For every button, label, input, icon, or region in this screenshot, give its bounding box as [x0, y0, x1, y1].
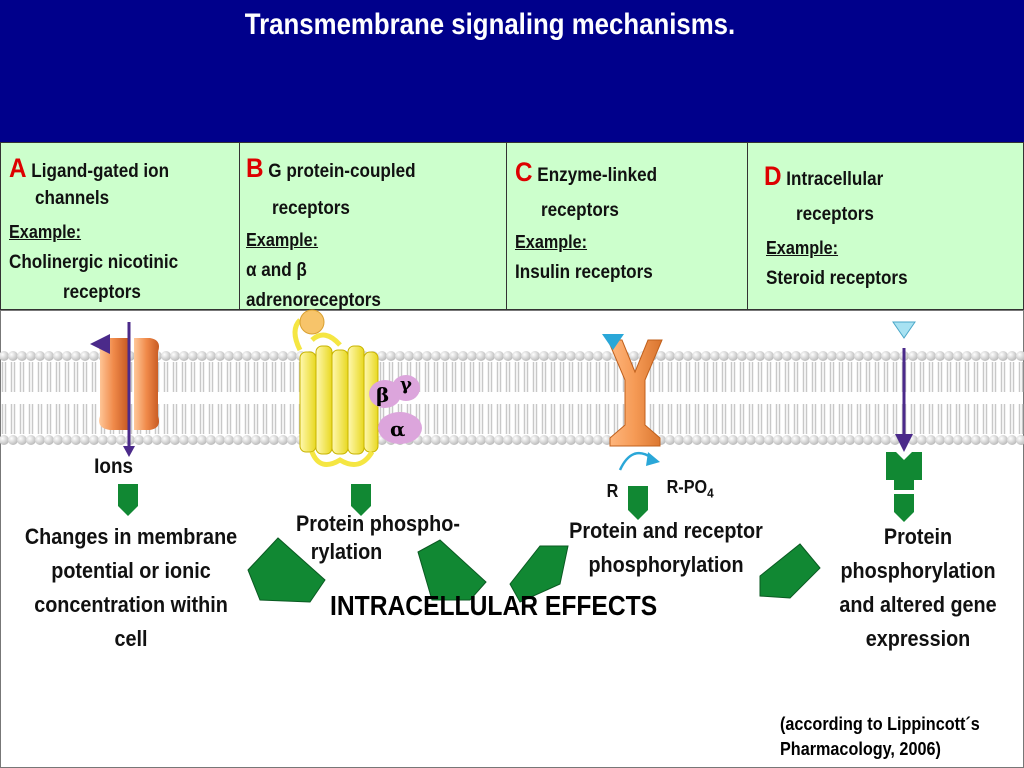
panel-name: Intracellular	[786, 169, 884, 190]
example-text: Cholinergic nicotinic	[9, 252, 179, 273]
ligand-triangle-icon	[90, 334, 110, 354]
effect-a-text: Changes in membrane potential or ionic c…	[24, 524, 238, 651]
panel-letter: D	[764, 161, 782, 191]
citation: (according to Lippincott´s Pharmacology,…	[780, 714, 980, 759]
panel-name-2: channels	[35, 188, 110, 209]
example-text: Insulin receptors	[515, 262, 653, 283]
example-label: Example:	[9, 222, 82, 242]
panel-name-2: receptors	[541, 200, 619, 221]
panel-name-2: receptors	[796, 204, 874, 225]
alpha-label: α	[390, 417, 405, 441]
ligand-icon	[299, 309, 325, 335]
gamma-subunit	[392, 375, 420, 401]
panel-letter: C	[515, 157, 533, 187]
example-text: α and β	[246, 260, 307, 281]
panel-gpcr: B G protein-coupled receptors Example: α…	[239, 142, 507, 311]
r-label: R	[606, 481, 619, 501]
enzyme-linked-receptor	[602, 334, 663, 471]
panel-letter: B	[246, 153, 264, 183]
gamma-label: γ	[400, 374, 412, 395]
example-label: Example:	[246, 230, 319, 250]
panel-name-2: receptors	[272, 198, 350, 219]
intracellular-receptor	[886, 321, 922, 490]
example-text-2: adrenoreceptors	[246, 290, 381, 311]
ion-channel	[90, 322, 159, 457]
beta-label: β	[376, 383, 389, 407]
intracellular-effects-label: INTRACELLULAR EFFECTS	[330, 590, 658, 621]
rpo4-label: R-PO4	[666, 477, 714, 501]
beta-symbol: β	[296, 260, 307, 281]
header-bar: Transmembrane signaling mechanisms.	[0, 0, 1024, 142]
effect-d-text: Protein phosphorylation and altered gene…	[839, 524, 997, 651]
gpcr-receptor: β γ α	[292, 309, 422, 467]
steroid-triangle-icon	[892, 321, 916, 339]
panel-name: G protein-coupled	[268, 161, 416, 182]
panel-ligand-gated: A Ligand-gated ion channels Example: Cho…	[0, 142, 240, 310]
panel-name: Ligand-gated ion	[31, 161, 170, 182]
alpha-subunit	[378, 412, 422, 444]
panel-name: Enzyme-linked	[537, 165, 658, 186]
effect-b-text: Protein phospho- rylation	[296, 511, 460, 564]
panel-intracellular: D Intracellular receptors Example: Stero…	[747, 142, 1024, 310]
example-label: Example:	[515, 232, 588, 252]
insulin-triangle-icon	[602, 334, 624, 350]
page-title: Transmembrane signaling mechanisms.	[244, 8, 736, 41]
example-label: Example:	[766, 238, 839, 258]
cell-membrane	[0, 351, 1024, 445]
example-text-2: receptors	[63, 282, 141, 303]
alpha-symbol: α	[246, 260, 257, 281]
effect-c-text: Protein and receptor phosphorylation	[569, 518, 763, 577]
example-text: Steroid receptors	[766, 268, 908, 289]
panel-letter: A	[9, 153, 27, 183]
ions-label: Ions	[94, 455, 134, 478]
pathway-arrows	[118, 484, 914, 603]
